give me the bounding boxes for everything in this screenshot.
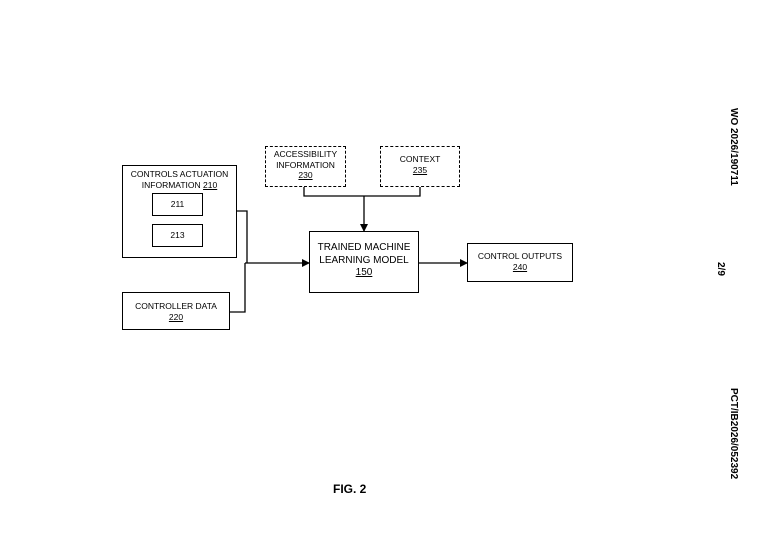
context-label: CONTEXT [399, 154, 441, 164]
control-outputs-ref: 240 [512, 261, 528, 272]
controller-data-label: CONTROLLER DATA [135, 301, 217, 311]
controller-data-box: CONTROLLER DATA 220 [122, 292, 230, 330]
controller-data-ref: 220 [168, 311, 184, 322]
connector-230-235 [303, 187, 421, 197]
sheet-number: 2/9 [715, 262, 726, 276]
accessibility-information-box: ACCESSIBILITY INFORMATION 230 [265, 146, 346, 187]
application-number: PCT/IB2026/052392 [728, 388, 739, 480]
control-outputs-box: CONTROL OUTPUTS 240 [467, 243, 573, 282]
model-label-line2: LEARNING MODEL [319, 254, 409, 266]
context-box: CONTEXT 235 [380, 146, 460, 187]
publication-number: WO 2026/190711 [728, 108, 739, 186]
controls-actuation-title-line2: INFORMATION [141, 179, 201, 190]
sub-box-211-label: 211 [170, 199, 185, 209]
accessibility-label-line2: INFORMATION [276, 159, 335, 170]
control-outputs-label: CONTROL OUTPUTS [477, 251, 563, 261]
figure-caption: FIG. 2 [333, 482, 367, 496]
controls-actuation-title-line1: CONTROLS ACTUATION [130, 169, 229, 179]
model-label-line1: TRAINED MACHINE [317, 242, 411, 253]
accessibility-label-line1: ACCESSIBILITY [273, 149, 338, 159]
model-ref: 150 [355, 267, 373, 278]
trained-model-box: TRAINED MACHINE LEARNING MODEL 150 [309, 231, 419, 293]
sub-box-213: 213 [152, 224, 203, 247]
context-ref: 235 [412, 164, 428, 175]
connector-210-to-merge [236, 210, 248, 263]
sub-box-211: 211 [152, 193, 203, 216]
controls-actuation-ref: 210 [203, 179, 218, 190]
connector-220-to-merge [230, 263, 246, 313]
sub-box-213-label: 213 [170, 230, 185, 240]
accessibility-ref: 230 [298, 170, 313, 180]
